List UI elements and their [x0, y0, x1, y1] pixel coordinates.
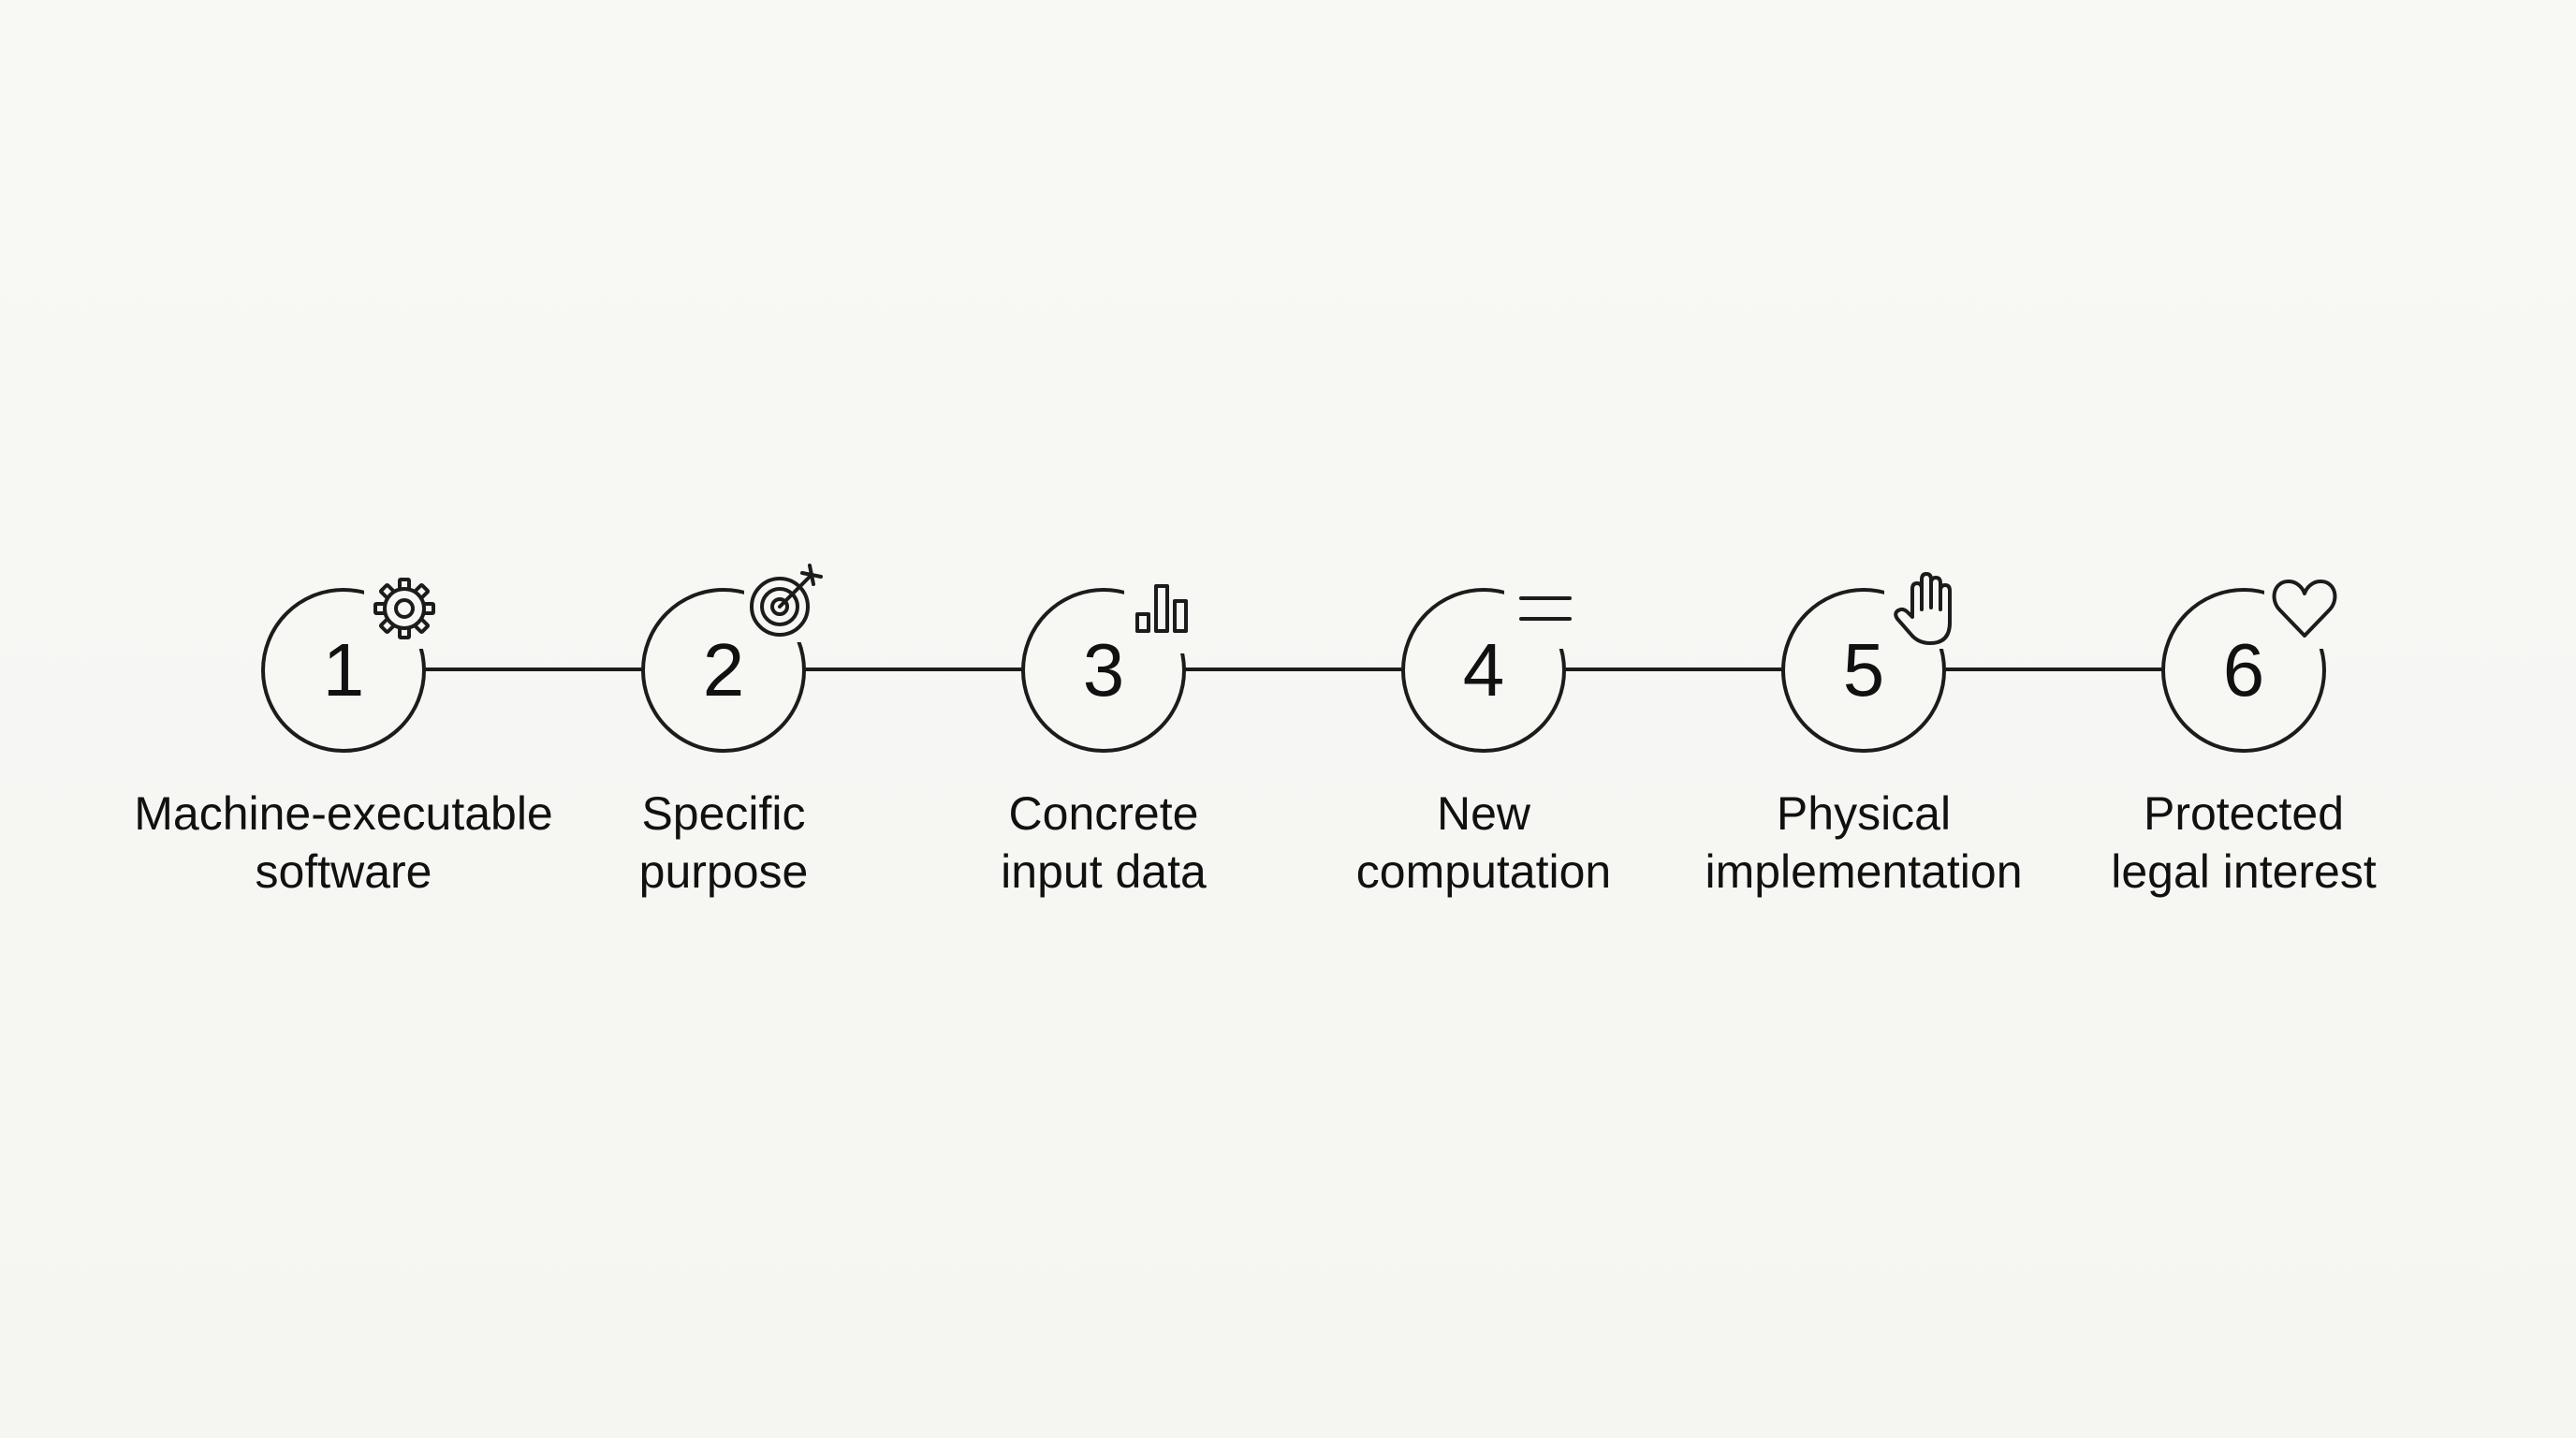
hand-icon: [1884, 568, 1965, 649]
step-3-label: Concrete input data: [860, 785, 1347, 901]
step-4-label: New computation: [1240, 785, 1727, 901]
step-2-label-line1: Specific: [641, 787, 806, 840]
target-icon: [744, 562, 825, 642]
step-3-label-line1: Concrete: [1008, 787, 1199, 840]
step-1-label-line2: software: [255, 845, 432, 898]
step-1-label-line1: Machine-executable: [134, 787, 553, 840]
step-6-number: 6: [2222, 628, 2265, 712]
step-2-label: Specific purpose: [480, 785, 967, 901]
heart-icon: [2264, 568, 2345, 649]
connector-1-2: [422, 668, 647, 671]
step-3-label-line2: input data: [1001, 845, 1207, 898]
step-5-label-line1: Physical: [1776, 787, 1952, 840]
step-4-label-line2: computation: [1355, 845, 1612, 898]
bar-chart-icon: [1124, 573, 1205, 653]
step-1-number: 1: [322, 628, 365, 712]
step-5-number: 5: [1842, 628, 1885, 712]
connector-2-3: [802, 668, 1027, 671]
equals-icon: [1504, 568, 1585, 649]
step-6-label-line2: legal interest: [2111, 845, 2377, 898]
step-2-label-line2: purpose: [638, 845, 809, 898]
step-3-number: 3: [1082, 628, 1125, 712]
step-5-label: Physical implementation: [1620, 785, 2107, 901]
connector-5-6: [1942, 668, 2167, 671]
step-5-label-line2: implementation: [1705, 845, 2023, 898]
step-2-number: 2: [702, 628, 745, 712]
gear-icon: [364, 568, 445, 649]
step-6-label-line1: Protected: [2143, 787, 2344, 840]
step-4-label-line1: New: [1436, 787, 1531, 840]
step-1-label: Machine-executable software: [100, 785, 587, 901]
step-6-circle: 6: [2161, 588, 2326, 753]
step-6-label: Protected legal interest: [2000, 785, 2487, 901]
connector-4-5: [1562, 668, 1787, 671]
step-4-number: 4: [1462, 628, 1505, 712]
connector-3-4: [1182, 668, 1407, 671]
